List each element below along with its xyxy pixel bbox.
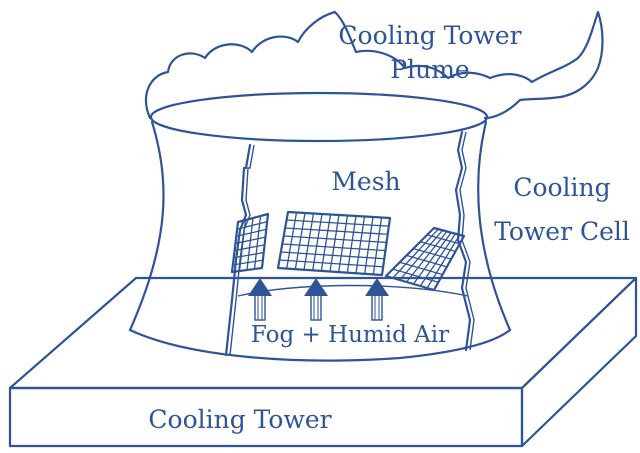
- cutaway-right-edge-inner: [459, 131, 475, 351]
- mesh-grid-line: [238, 219, 247, 272]
- up-arrow-1: [248, 278, 272, 321]
- mesh-grid-line: [312, 213, 323, 271]
- mesh-grid-line: [232, 259, 263, 266]
- mesh-grid-line: [283, 235, 387, 244]
- mesh-grid-line: [413, 247, 452, 260]
- mesh-grid-line: [235, 236, 266, 245]
- mesh-grid-line: [406, 254, 448, 268]
- tower-left-side: [128, 120, 165, 332]
- cell-label-line1: Cooling: [513, 173, 610, 202]
- mesh-grid-line: [346, 215, 357, 273]
- mesh-grid-line: [303, 213, 315, 270]
- mesh-grid-line: [234, 244, 265, 252]
- mesh-grid-line: [246, 217, 254, 271]
- plume-label-line1: Cooling Tower: [338, 21, 521, 50]
- mesh-grid-line: [280, 251, 385, 260]
- mesh-grid-line: [355, 216, 366, 274]
- mesh-grid-line: [286, 219, 389, 227]
- mesh-grid-line: [364, 216, 374, 274]
- tower-right-side: [477, 120, 512, 332]
- mesh-grid-line: [372, 217, 383, 275]
- mesh-panel-center: [276, 210, 392, 277]
- mesh-grid-line: [279, 259, 384, 268]
- mesh-grid-line: [426, 234, 460, 245]
- cutaway-right-edge: [454, 130, 472, 352]
- up-arrow-3: [365, 278, 389, 321]
- mesh-grid-line: [392, 228, 439, 279]
- mesh-label: Mesh: [331, 167, 400, 196]
- mesh-grid-line: [426, 234, 461, 289]
- cell-label-line2: Tower Cell: [494, 217, 630, 246]
- mesh-grid-line: [338, 215, 349, 273]
- mesh-grid-line: [285, 227, 388, 235]
- up-arrow-2: [304, 278, 328, 321]
- mesh-grid-line: [392, 268, 439, 283]
- mesh-grid-line: [412, 232, 452, 285]
- fog-label: Fog + Humid Air: [251, 322, 449, 348]
- mesh-grid-line: [236, 228, 267, 237]
- mesh-panel-left: [230, 212, 270, 274]
- plume-cloud: [145, 10, 604, 120]
- mesh-grid-line: [236, 221, 268, 230]
- mesh-grid-line: [420, 241, 456, 253]
- cutaway-left-edge-inner: [229, 144, 255, 356]
- mesh-grid-line: [399, 229, 444, 281]
- tower-bottom-edge: [128, 328, 512, 362]
- mesh-grid-line: [282, 243, 386, 252]
- base-label: Cooling Tower: [148, 405, 331, 434]
- mesh-grid-line: [286, 212, 298, 269]
- mesh-grid-line: [329, 214, 340, 272]
- mesh-grid-line: [233, 251, 264, 259]
- mesh-grid-line: [253, 215, 262, 270]
- plume-label-line2: Plume: [390, 55, 469, 84]
- tower-rim: [149, 91, 489, 143]
- mesh-grid-line: [399, 261, 443, 276]
- cutaway-left-edge: [224, 143, 252, 357]
- mesh-grid-line: [406, 231, 448, 283]
- mesh-grid-line: [294, 212, 306, 270]
- base-slab: [8, 276, 638, 448]
- mesh-grid-line: [320, 214, 332, 272]
- mesh-panel-right: [384, 226, 466, 292]
